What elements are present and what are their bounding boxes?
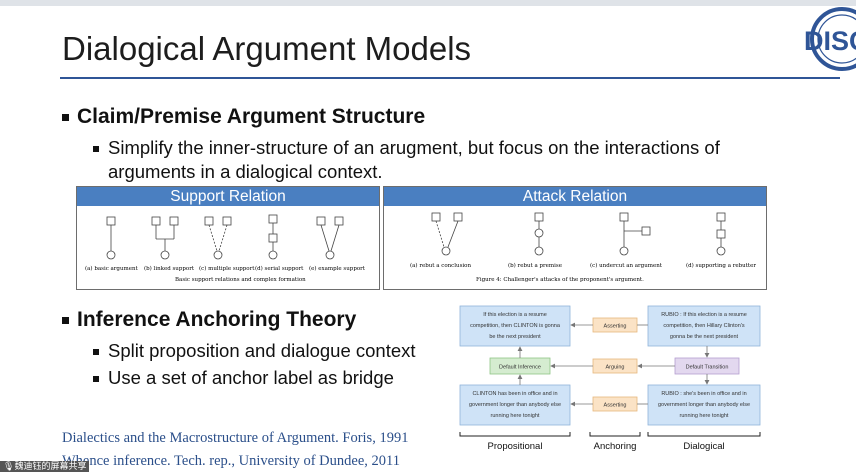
svg-text:If this election is a resume: If this election is a resume: [483, 312, 547, 318]
caption-b: (b) linked support: [144, 265, 195, 272]
svg-text:government longer than anybody: government longer than anybody else: [658, 402, 750, 408]
caption-e: (e) example support: [309, 265, 366, 272]
screen-share-watermark: 🎙魏迪钰的屏幕共享: [0, 461, 90, 472]
panel-header: Support Relation: [77, 187, 379, 206]
caption-c: (c) undercut an argument: [590, 262, 663, 269]
section-heading: Inference Anchoring Theory: [77, 308, 357, 331]
proposition-top-box: [459, 305, 571, 347]
section2-bullet-2: Use a set of anchor label as bridge: [93, 366, 394, 390]
section-heading: Claim/Premise Argument Structure: [77, 105, 426, 128]
svg-text:government longer than anybody: government longer than anybody else: [469, 402, 561, 408]
citation-2: Whence inference. Tech. rep., University…: [62, 453, 400, 469]
slide-title: Dialogical Argument Models: [62, 30, 472, 67]
bullet-square-icon: [62, 316, 69, 324]
svg-text:gonna be the next president: gonna be the next president: [670, 334, 739, 340]
window-top-bar: [0, 0, 856, 6]
locution-bottom-box: [647, 384, 761, 426]
microphone-icon: 🎙: [3, 461, 15, 471]
svg-text:Asserting: Asserting: [604, 324, 627, 330]
section2-bullet-1: Split proposition and dialogue context: [93, 339, 416, 363]
svg-text:competition, then CLINTON is g: competition, then CLINTON is gonna: [470, 323, 561, 329]
bullet-text: Simplify the inner-structure of an arugm…: [108, 137, 720, 158]
svg-text:running here tonight: running here tonight: [491, 413, 540, 419]
caption-a: (a) basic argument: [85, 265, 139, 272]
svg-text:be the next president: be the next president: [489, 334, 541, 340]
svg-text:Default Transition: Default Transition: [686, 365, 729, 371]
label-anchoring: Anchoring: [594, 441, 637, 452]
title-underline: [60, 77, 840, 79]
label-dialogical: Dialogical: [683, 441, 724, 452]
caption-d: (d) supporting a rebutter: [686, 262, 756, 269]
svg-text:running here tonight: running here tonight: [680, 413, 729, 419]
svg-text:RUBIO : If this election is a: RUBIO : If this election is a resume: [661, 312, 747, 318]
bullet-square-icon: [62, 113, 69, 121]
caption-c: (c) multiple support: [199, 265, 255, 272]
svg-text:RUBIO : she's been in office a: RUBIO : she's been in office and in: [661, 391, 746, 397]
attack-footer: Figure 4: Challenger's attacks of the pr…: [476, 277, 644, 283]
proposition-bottom-box: [459, 384, 571, 426]
iat-diagram: If this election is a resume competition…: [459, 305, 761, 452]
support-footer: Basic support relations and complex form…: [175, 277, 306, 283]
citation-1: Dialectics and the Macrostructure of Arg…: [62, 430, 409, 446]
caption-a: (a) rebut a conclusion: [410, 262, 471, 269]
bullet-text: Split proposition and dialogue context: [108, 340, 416, 361]
section-iat: Inference Anchoring Theory: [62, 308, 356, 332]
attack-relation-panel: Attack Relation (a) rebut a conclusion (…: [383, 186, 767, 290]
attack-diagrams: (a) rebut a conclusion (b) rebut a premi…: [410, 212, 756, 283]
caption-b: (b) rebut a premise: [508, 262, 562, 269]
panel-header: Attack Relation: [384, 187, 766, 206]
label-propositional: Propositional: [488, 441, 543, 452]
section1-bullet: Simplify the inner-structure of an arugm…: [93, 136, 720, 160]
bullet-square-icon: [93, 349, 99, 356]
section1-bullet-continuation: arguments in a dialogical context.: [108, 161, 383, 182]
bullet-square-icon: [93, 376, 99, 383]
svg-text:Asserting: Asserting: [604, 403, 627, 409]
bullet-square-icon: [93, 146, 99, 153]
support-relation-panel: Support Relation (a) basic argument (b) …: [76, 186, 380, 290]
support-diagrams: (a) basic argument (b) linked support (c…: [85, 214, 366, 283]
locution-top-box: [647, 305, 761, 347]
section-claim-premise: Claim/Premise Argument Structure: [62, 105, 425, 129]
svg-text:CLINTON has been in office and: CLINTON has been in office and in: [472, 391, 557, 397]
bullet-text: Use a set of anchor label as bridge: [108, 367, 394, 388]
caption-d: (d) serial support: [255, 265, 304, 272]
svg-text:competition, then Hillary Clin: competition, then Hillary Clinton's: [663, 323, 744, 329]
watermark-text: 魏迪钰的屏幕共享: [14, 461, 87, 471]
svg-text:Arguing: Arguing: [606, 365, 625, 371]
svg-text:Default Inference: Default Inference: [499, 365, 541, 371]
